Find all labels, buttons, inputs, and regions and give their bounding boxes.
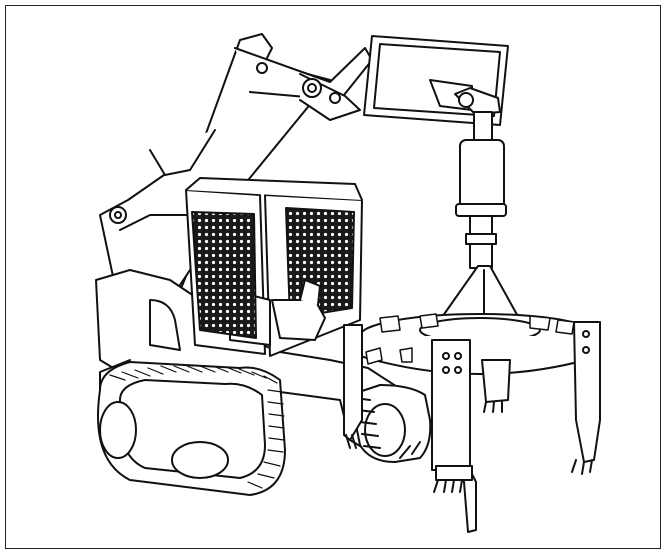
attachment-mount-plate <box>363 35 509 126</box>
spade-blade-rear <box>481 359 511 413</box>
cab-mesh-left <box>191 211 257 339</box>
left-track-treads <box>109 365 285 489</box>
spade-blade-front <box>431 339 477 533</box>
spade-carrier-cone <box>439 265 521 321</box>
operator-seat <box>271 279 326 341</box>
hydraulic-cylinder <box>455 111 507 269</box>
left-track <box>97 361 286 496</box>
spade-blade-left <box>343 324 363 449</box>
spade-blade-right <box>571 321 601 475</box>
right-track <box>349 384 432 463</box>
ring-clamps <box>365 313 575 365</box>
